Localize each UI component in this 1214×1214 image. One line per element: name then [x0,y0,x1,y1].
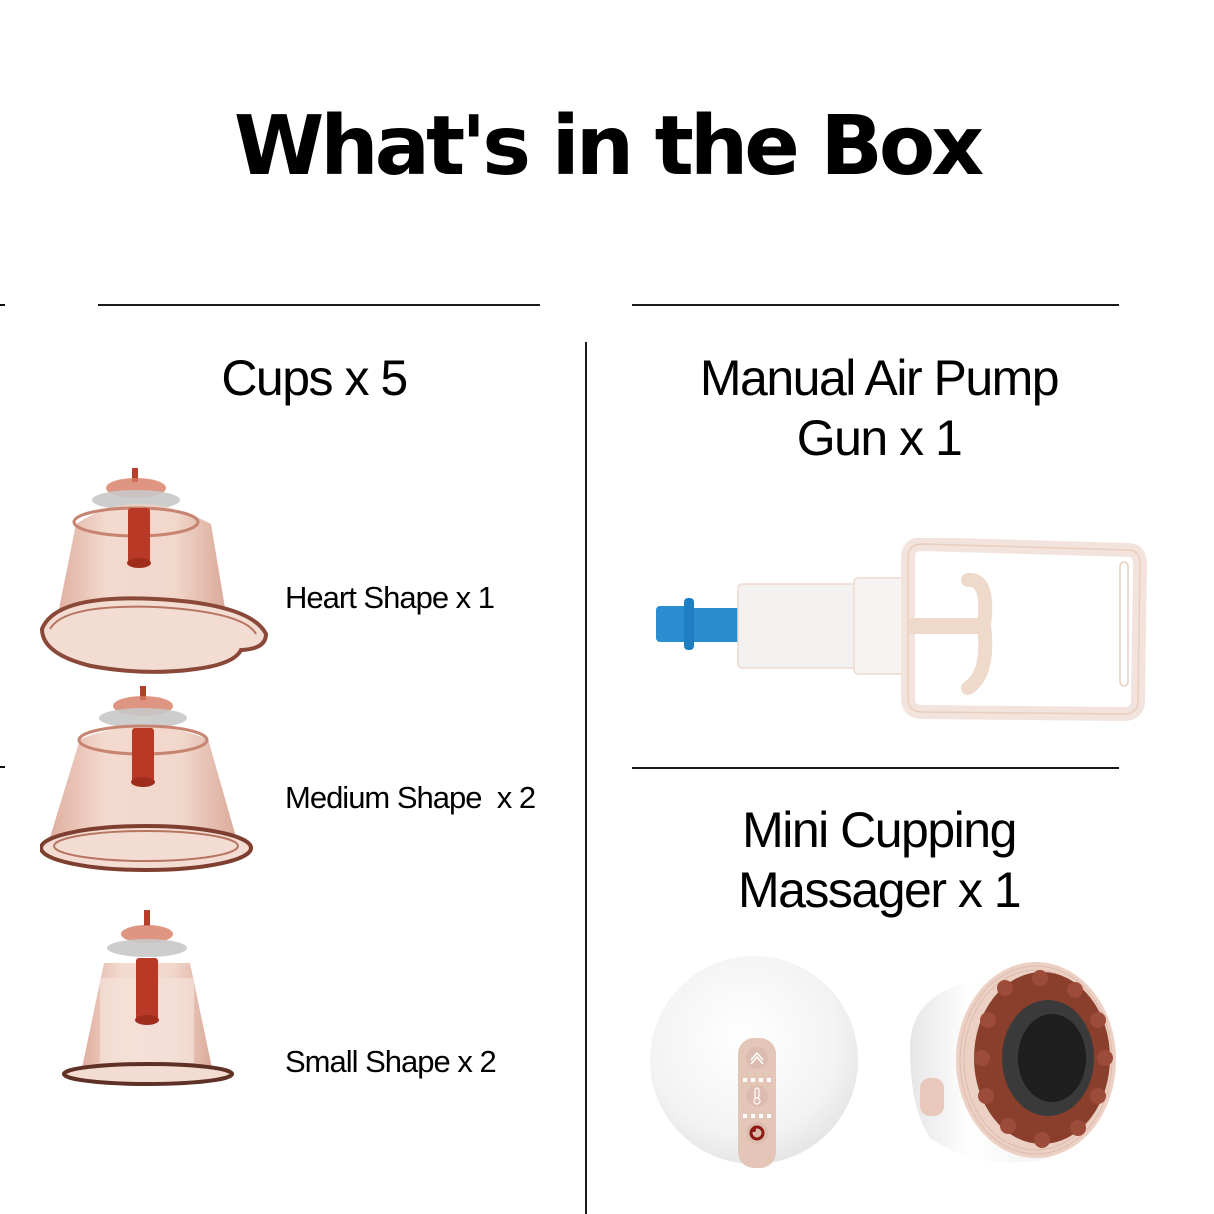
edge-tick [0,766,5,768]
massager-title-line2: Massager x 1 [737,862,1022,918]
massager-front-icon [650,956,862,1172]
medium-cup-icon [40,684,255,874]
massager-top-divider [632,767,1119,769]
pump-top-divider [632,304,1119,306]
cup-item-label: Small Shape x 2 [285,1044,497,1079]
heart-cup-icon [36,464,272,679]
small-cup-icon [62,908,237,1088]
massager-title-line1: Mini Cupping [742,802,1017,858]
pump-title-line1: Manual Air Pump [699,350,1060,406]
pump-title-line2: Gun x 1 [796,410,963,466]
cups-title: Cups x 5 [221,350,408,406]
edge-tick [0,304,5,306]
page-title: What's in the Box [233,99,984,194]
massager-side-icon [900,958,1122,1174]
cup-item-label: Medium Shape x 2 [285,780,536,815]
cup-item-label: Heart Shape x 1 [285,580,495,615]
cups-top-divider [98,304,540,306]
column-divider [585,342,587,1214]
air-pump-gun-icon [650,538,1150,728]
